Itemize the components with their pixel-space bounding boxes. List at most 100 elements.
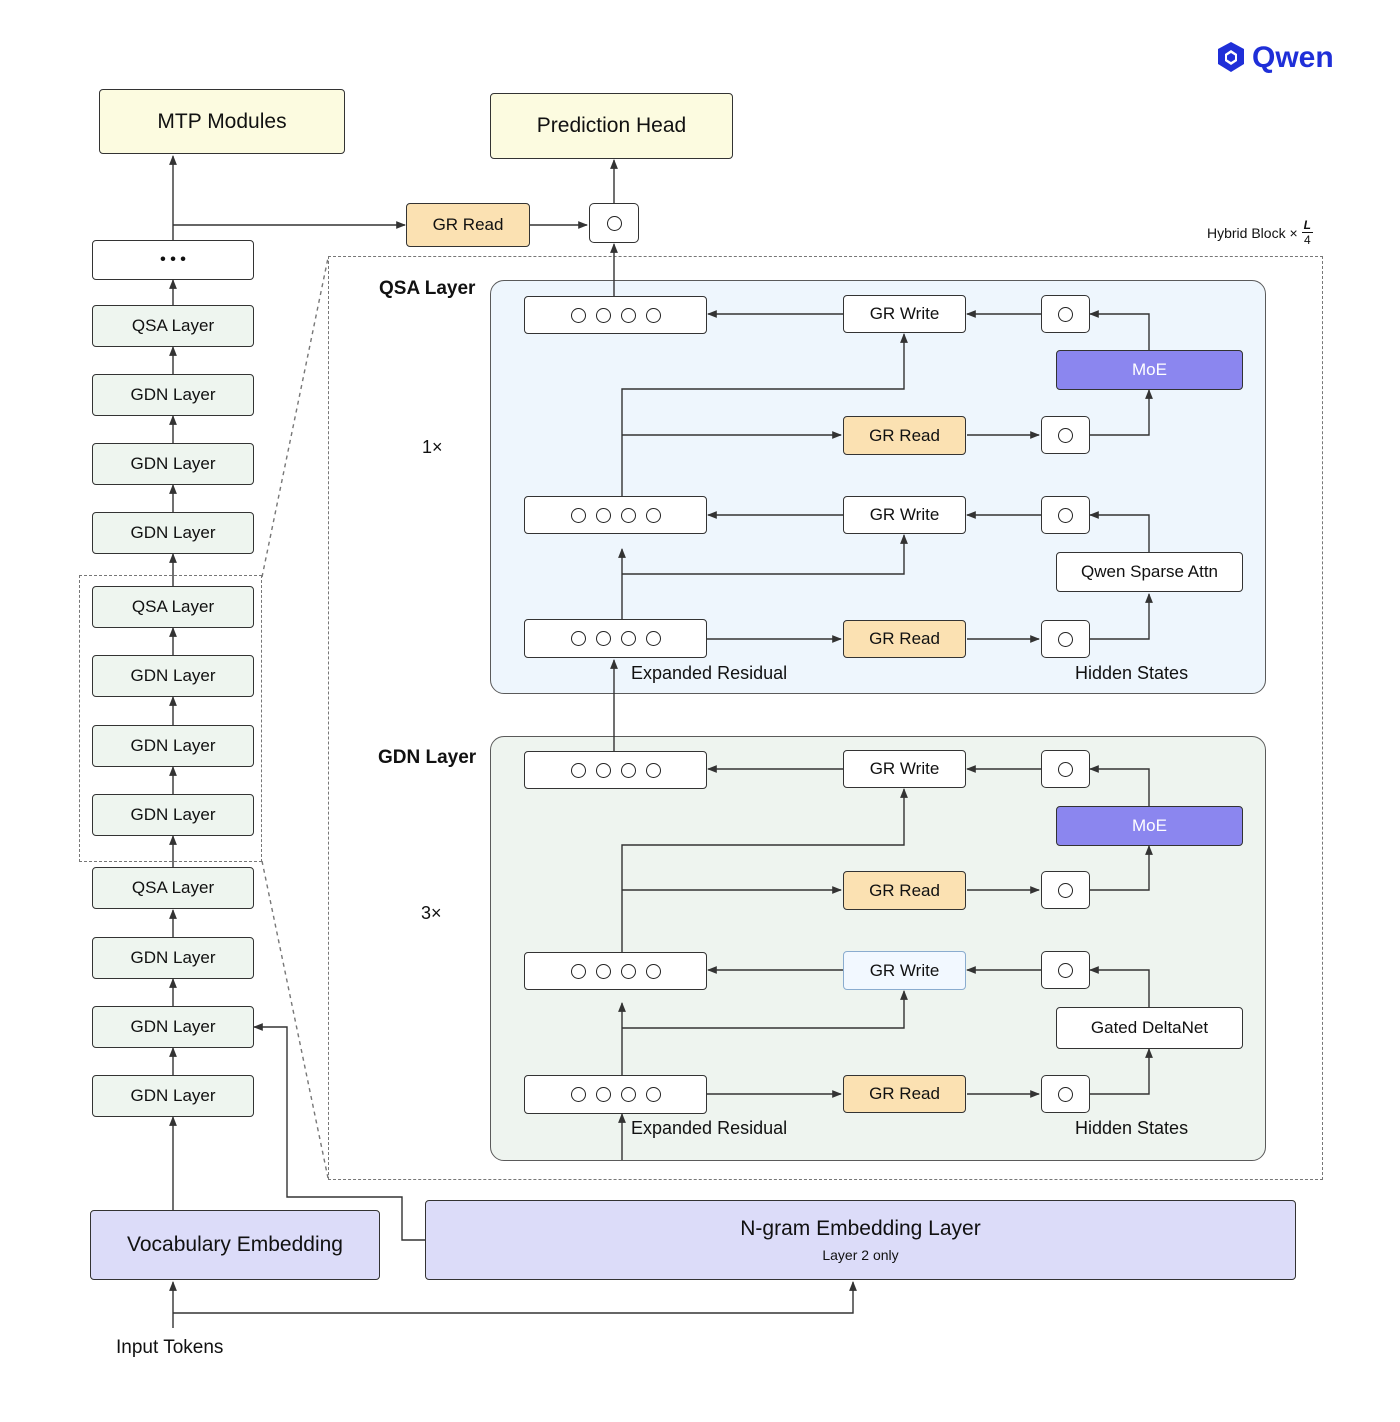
stack-layer: GDN Layer: [92, 443, 254, 485]
hybrid-block-text: Hybrid Block ×: [1207, 224, 1298, 241]
gdn-gr-write-top: GR Write: [843, 750, 966, 788]
gated-deltanet-box: Gated DeltaNet: [1056, 1007, 1243, 1049]
residual-dot: [620, 631, 636, 646]
stack-layer: QSA Layer: [92, 867, 254, 909]
hidden-state-dot: [1058, 1086, 1073, 1102]
residual-dot: [645, 507, 661, 523]
residual-dot: [595, 507, 611, 523]
gdn-gr-read-bottom: GR Read: [843, 1075, 966, 1113]
vocabulary-embedding-box: Vocabulary Embedding: [90, 1210, 380, 1280]
qsa-gr-read-bottom: GR Read: [843, 620, 966, 658]
qsa-hidden-state-mid: [1041, 416, 1090, 454]
gdn-repeat-count: 3×: [421, 903, 442, 923]
gdn-hidden-state-attn: [1041, 951, 1090, 989]
fraction-denominator: 4: [1303, 233, 1311, 247]
qsa-repeat-count: 1×: [422, 437, 443, 457]
residual-dot: [595, 1087, 611, 1102]
stack-layer: GDN Layer: [92, 374, 254, 416]
qsa-gr-read-mid: GR Read: [843, 416, 966, 455]
hidden-state-dot: [1058, 306, 1073, 322]
ngram-embedding-title: N-gram Embedding Layer: [740, 1217, 981, 1240]
hybrid-block-label: Hybrid Block × L 4: [1207, 218, 1313, 247]
qsa-panel-title: QSA Layer: [379, 278, 476, 299]
residual-dot: [595, 963, 611, 979]
qwen-logo-text: Qwen: [1252, 41, 1334, 74]
residual-dot: [645, 1087, 661, 1102]
residual-dot: [620, 963, 636, 979]
highlighted-layer-group: [79, 575, 262, 862]
qsa-residual-mid: [524, 496, 707, 534]
prediction-head-box: Prediction Head: [490, 93, 733, 159]
gdn-hidden-state-mid: [1041, 871, 1090, 909]
residual-dot: [595, 762, 611, 778]
residual-dot: [570, 307, 586, 323]
hidden-state-dot: [1058, 427, 1073, 443]
residual-dot: [595, 307, 611, 323]
hidden-state-dot: [1058, 882, 1073, 898]
residual-dot: [620, 507, 636, 523]
hidden-state-dot: [1058, 631, 1073, 647]
stack-layer: GDN Layer: [92, 512, 254, 554]
stack-layer: GDN Layer: [92, 1006, 254, 1048]
fraction-numerator: L: [1301, 218, 1313, 233]
qsa-expanded-residual-label: Expanded Residual: [631, 663, 788, 683]
residual-dot: [570, 762, 586, 778]
qsa-hidden-state-bottom: [1041, 620, 1090, 658]
mtp-modules-box: MTP Modules: [99, 89, 345, 154]
top-gr-read-box: GR Read: [406, 203, 530, 247]
gdn-residual-bottom: [524, 1075, 707, 1114]
qsa-gr-write-mid: GR Write: [843, 496, 966, 534]
hybrid-block-outline: [328, 256, 1323, 1180]
qsa-hidden-states-label: Hidden States: [1075, 663, 1189, 683]
residual-dot: [620, 1087, 636, 1102]
residual-dot: [570, 963, 586, 979]
ngram-embedding-note: Layer 2 only: [822, 1247, 899, 1263]
hidden-state-dot: [606, 215, 622, 231]
qwen-logo-icon: [1218, 42, 1244, 72]
gdn-hidden-states-label: Hidden States: [1075, 1118, 1189, 1138]
ngram-embedding-box: N-gram Embedding Layer Layer 2 only: [425, 1200, 1296, 1280]
residual-dot: [645, 631, 661, 646]
stack-layer: GDN Layer: [92, 1075, 254, 1117]
residual-dot: [645, 307, 661, 323]
gdn-panel-title: GDN Layer: [378, 747, 477, 768]
gdn-gr-read-mid: GR Read: [843, 871, 966, 910]
residual-dot: [570, 631, 586, 646]
residual-dot: [620, 307, 636, 323]
stack-layer: QSA Layer: [92, 586, 254, 628]
qwen-sparse-attn-box: Qwen Sparse Attn: [1056, 552, 1243, 592]
qsa-hidden-state-top: [1041, 295, 1090, 333]
stack-layer: GDN Layer: [92, 937, 254, 979]
hidden-state-dot: [1058, 761, 1073, 777]
gdn-gr-write-mid: GR Write: [843, 951, 966, 990]
hidden-state-dot: [1058, 962, 1073, 978]
hybrid-block-fraction: L 4: [1301, 218, 1313, 247]
residual-dot: [570, 507, 586, 523]
top-hidden-state: [589, 203, 639, 243]
qsa-moe-box: MoE: [1056, 350, 1243, 390]
residual-dot: [570, 1087, 586, 1102]
stack-layer: GDN Layer: [92, 655, 254, 697]
qsa-gr-write-top: GR Write: [843, 295, 966, 333]
residual-dot: [620, 762, 636, 778]
residual-dot: [645, 762, 661, 778]
residual-dot: [645, 963, 661, 979]
gdn-hidden-state-bottom: [1041, 1075, 1090, 1113]
gdn-hidden-state-top: [1041, 750, 1090, 788]
input-tokens-label: Input Tokens: [116, 1337, 224, 1358]
qsa-residual-bottom: [524, 619, 707, 658]
stack-layer: GDN Layer: [92, 725, 254, 767]
gdn-expanded-residual-label: Expanded Residual: [631, 1118, 788, 1138]
hidden-state-dot: [1058, 507, 1073, 523]
ellipsis-box: • • •: [92, 240, 254, 280]
gdn-moe-box: MoE: [1056, 806, 1243, 846]
stack-layer: QSA Layer: [92, 305, 254, 347]
gdn-residual-top: [524, 751, 707, 789]
qsa-hidden-state-attn: [1041, 496, 1090, 534]
stack-layer: GDN Layer: [92, 794, 254, 836]
qwen-logo: Qwen: [1214, 40, 1334, 76]
qsa-residual-top: [524, 296, 707, 334]
gdn-residual-mid: [524, 952, 707, 990]
residual-dot: [595, 631, 611, 646]
